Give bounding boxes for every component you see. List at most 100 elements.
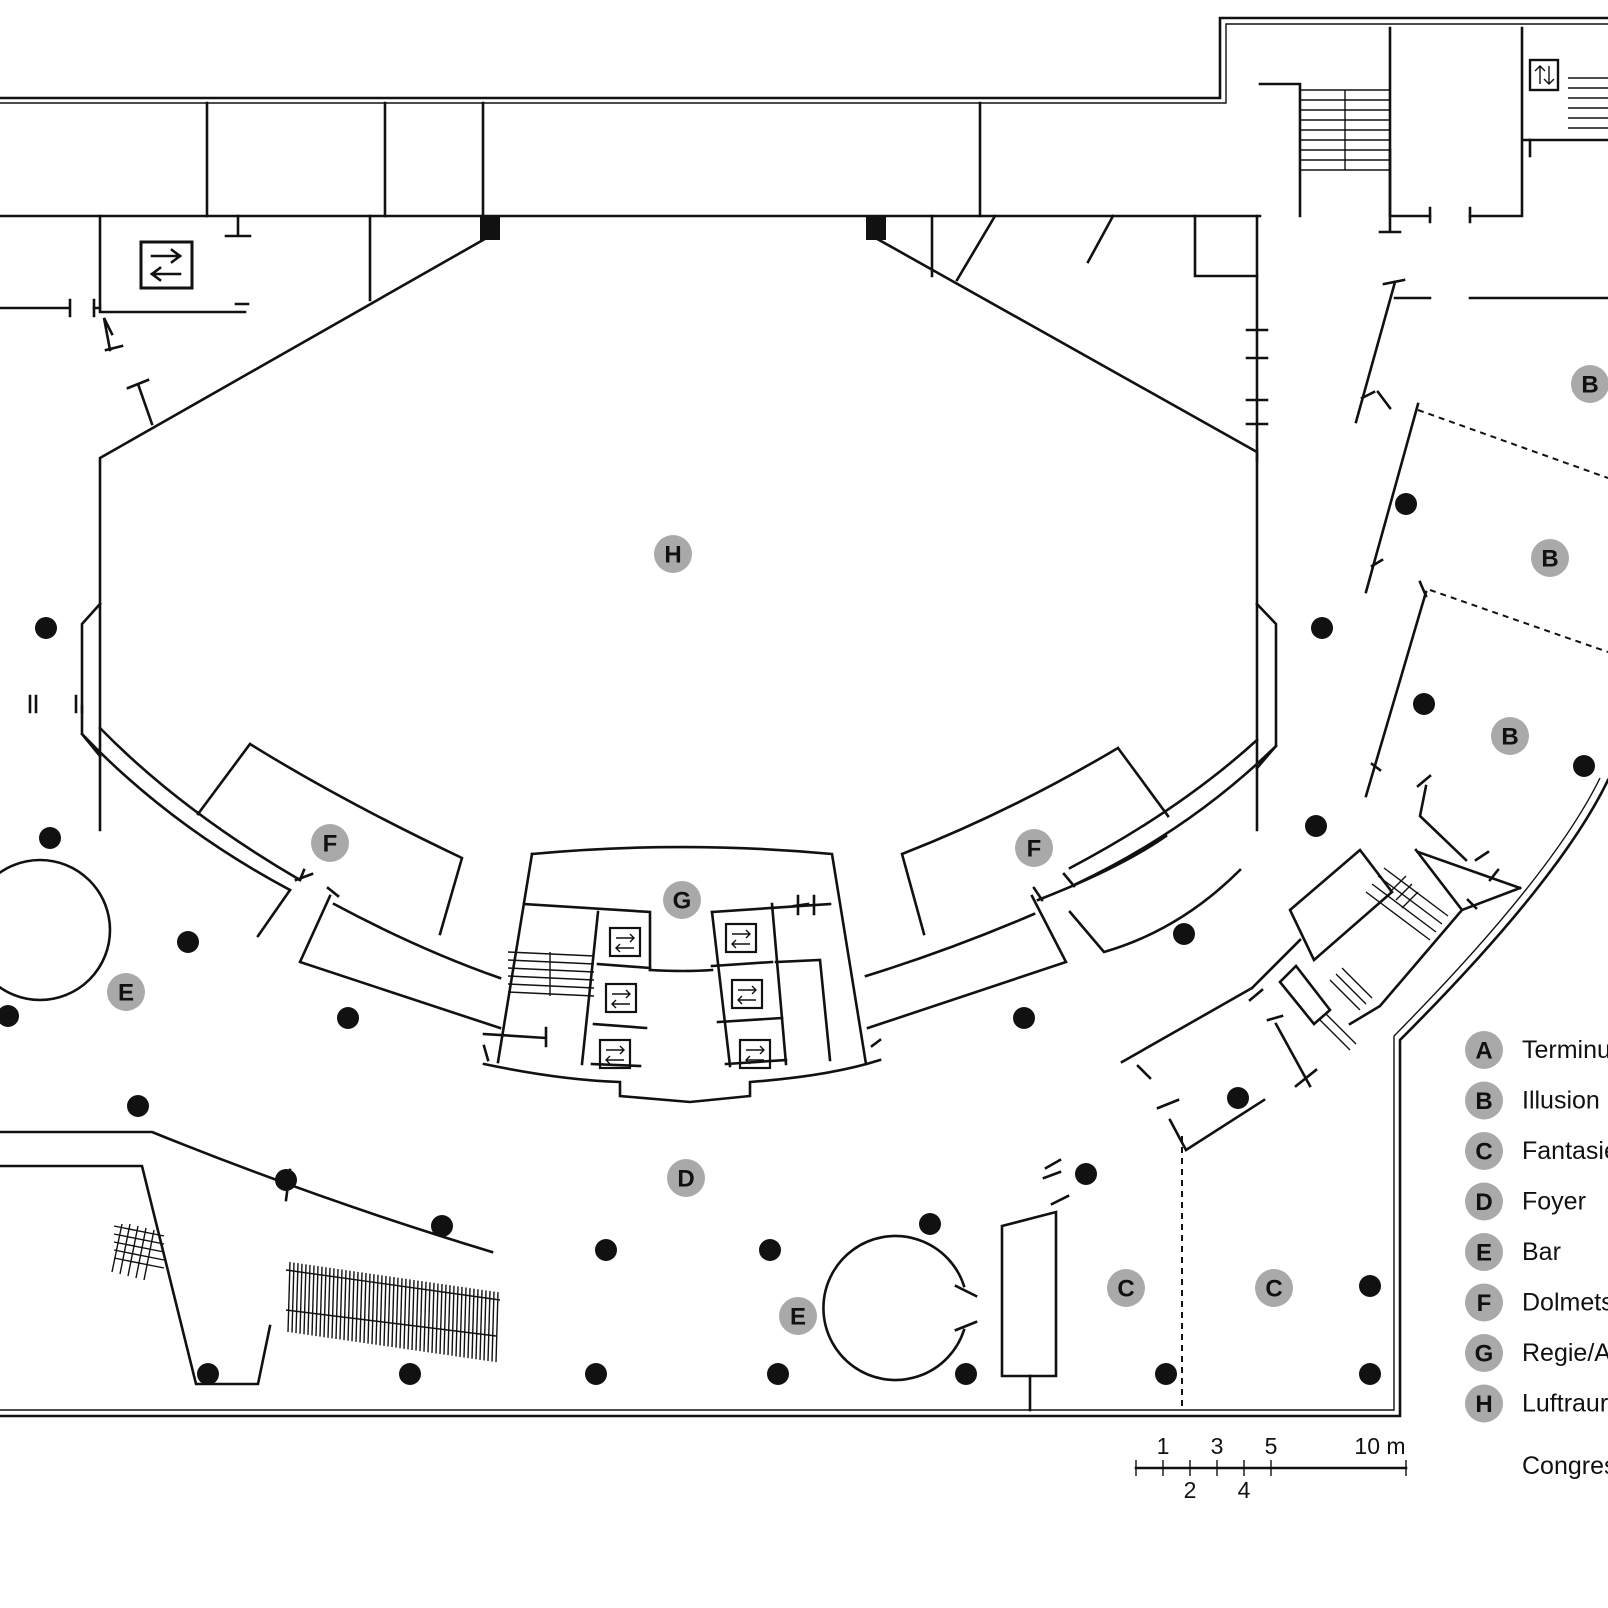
column [0,1005,19,1027]
room-marker-letter: B [1501,724,1518,751]
legend-item: C Fantasie [1465,1132,1608,1170]
scale-label-2: 2 [1184,1477,1197,1503]
scale-bar: 1 3 5 10 m 2 4 [1134,1433,1408,1503]
elevator-arrows-icon [598,1038,632,1070]
elevator-arrows-icon [730,978,764,1010]
column [177,931,199,953]
east-wing [1120,280,1608,1152]
legend-badge [1465,1182,1503,1221]
column [1359,1363,1381,1385]
room-marker-letter: H [664,542,681,569]
legend-badge [1465,1283,1503,1322]
legend-badge [1465,1081,1503,1120]
column [1359,1275,1381,1297]
room-marker-letter: C [1117,1276,1134,1303]
legend-label: Fantasie [1522,1137,1608,1165]
room-marker-badge [107,973,145,1011]
room-marker-badge [779,1297,817,1335]
room-marker-badge [1107,1269,1145,1307]
room-marker-letter: B [1541,546,1558,573]
columns [0,493,1595,1385]
room-marker-f: F [311,824,349,862]
room-marker-letter: F [323,831,338,858]
room-marker-e: E [779,1297,817,1335]
foyer-objects [822,1136,1183,1412]
west-lower [0,858,501,1386]
room-marker-letter: D [677,1166,694,1193]
control-block [482,845,882,1104]
room-marker-g: G [663,881,701,919]
legend-letter: F [1477,1290,1492,1317]
legend-label: Bar [1522,1238,1561,1266]
scale-label-10m: 10 m [1354,1433,1405,1459]
legend-label: Terminu [1522,1036,1608,1064]
column [1305,815,1327,837]
column [1395,493,1417,515]
column [1227,1087,1249,1109]
column [39,827,61,849]
column [1573,755,1595,777]
legend-label: Illusion [1522,1087,1600,1115]
room-marker-badge [1571,365,1608,403]
column [595,1239,617,1261]
legend-label: Dolmets [1522,1289,1608,1317]
legend-letter: D [1475,1189,1492,1216]
legend-badge [1465,1132,1503,1170]
room-marker-badge [663,881,701,919]
legend-letter: A [1475,1038,1492,1065]
elevator-arrows-icon [604,982,638,1014]
legend-badge [1465,1031,1503,1069]
elevator-arrows-icon [139,240,194,290]
column [1075,1163,1097,1185]
room-marker-letter: C [1265,1276,1282,1303]
column [767,1363,789,1385]
grand-stair [285,1261,501,1363]
room-marker-e: E [107,973,145,1011]
room-marker-d: D [667,1159,705,1197]
legend-label: Foyer [1522,1188,1586,1216]
legend-item: E Bar [1465,1233,1561,1271]
column [275,1169,297,1191]
outer-walls [0,16,1608,1418]
room-marker-b: B [1531,539,1569,577]
top-rooms [0,26,1608,462]
room-marker-b: B [1571,365,1608,403]
legend-item: A Terminu [1465,1031,1608,1069]
column [337,1007,359,1029]
legend-badge [1465,1233,1503,1271]
room-marker-f: F [1015,829,1053,867]
legend-badge [1465,1334,1503,1372]
lift-icons [598,922,772,1070]
legend-letter: H [1475,1391,1492,1418]
scale-label-3: 3 [1211,1433,1224,1459]
room-marker-letter: G [673,888,692,915]
room-marker-badge [1531,539,1569,577]
scale-label-5: 5 [1265,1433,1278,1459]
column [431,1215,453,1237]
room-marker-letter: E [790,1304,806,1331]
column [127,1095,149,1117]
elevator-arrows-icon [724,922,758,954]
legend-label: Regie/A [1522,1339,1608,1367]
legend-item: F Dolmets [1465,1283,1608,1322]
room-marker-letter: F [1027,836,1042,863]
room-marker-badge [1491,717,1529,755]
column [1413,693,1435,715]
column [1311,617,1333,639]
legend-letter: C [1475,1139,1492,1166]
elevator-arrows-icon [608,926,642,958]
column [197,1363,219,1385]
legend-letter: E [1476,1240,1492,1267]
room-marker-badge [311,824,349,862]
room-marker-badge [1255,1269,1293,1307]
legend-footer: Congres [1522,1452,1608,1480]
column [955,1363,977,1385]
column [35,617,57,639]
elevator-arrows-icon [738,1038,772,1070]
elevator-up-down-icon [1528,58,1560,92]
room-marker-badge [667,1159,705,1197]
